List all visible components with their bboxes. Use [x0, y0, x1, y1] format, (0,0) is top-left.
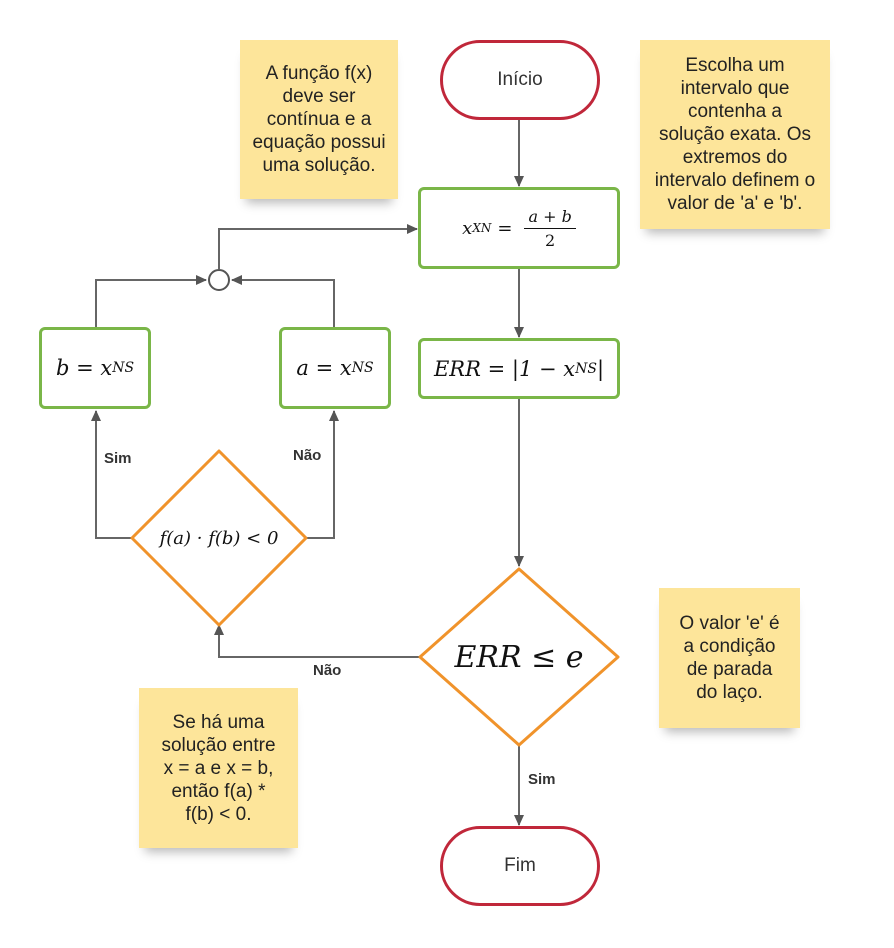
label-nao-right: Não [293, 447, 322, 464]
error-sub: NS [575, 360, 597, 377]
a-assign-sub: NS [351, 360, 374, 376]
end-terminal[interactable]: Fim [440, 826, 600, 906]
note-line: então f(a) * [171, 780, 266, 802]
note-line: contenha a [687, 101, 782, 122]
fraction-denominator: 2 [545, 230, 556, 250]
arrow-b-to-junction [95, 275, 207, 327]
midpoint-eq: = [497, 217, 513, 239]
note-line: valor de 'a' e 'b'. [667, 193, 803, 214]
arrow-junction-to-xxn [218, 224, 418, 269]
note-line: A função f(x) [265, 63, 373, 84]
note-line: do laço. [696, 682, 763, 703]
note-line: a condição [683, 636, 776, 657]
b-assign-text: b = x [55, 356, 113, 380]
note-line: contínua e a [266, 109, 372, 130]
fraction-numerator: a + b [524, 207, 576, 229]
b-assign-sub: NS [112, 360, 135, 376]
error-close: | [596, 356, 605, 381]
a-assign-text: a = x [296, 356, 352, 380]
note-line: deve ser [282, 86, 356, 107]
note-continuity: A função f(x) deve ser contínua e a equa… [240, 40, 398, 199]
arrow-a-to-junction [231, 275, 335, 327]
error-formula: ERR = |1 − x [433, 356, 576, 381]
arrow-sign-sim-to-b [91, 410, 132, 539]
note-line: de parada [686, 659, 773, 680]
midpoint-fraction: a + b 2 [524, 207, 576, 250]
decision-sign-diamond[interactable] [130, 449, 308, 627]
note-line: Escolha um [685, 55, 785, 76]
note-line: intervalo que [680, 78, 790, 99]
decision-sign-text: f(a) · f(b) < 0 [159, 527, 279, 549]
decision-err-text: ERR ≤ e [454, 639, 584, 675]
label-nao-bottom: Não [313, 662, 342, 679]
note-sign-rule: Se há uma solução entre x = a e x = b, e… [139, 688, 298, 848]
note-line: intervalo definem o [654, 170, 816, 191]
label-sim-left: Sim [104, 450, 132, 467]
note-stop-condition: O valor 'e' é a condição de parada do la… [659, 588, 800, 728]
junction-circle [208, 269, 230, 291]
note-line: solução entre [161, 734, 276, 756]
end-label: Fim [504, 855, 536, 876]
midpoint-sub: XN [472, 221, 492, 235]
arrow-err-nao-to-sign [214, 624, 420, 658]
note-line: x = a e x = b, [163, 757, 274, 779]
start-terminal[interactable]: Início [440, 40, 600, 120]
note-line: solução exata. Os [658, 124, 812, 145]
note-line: extremos do [682, 147, 788, 168]
note-line: equação possui [252, 132, 386, 153]
decision-err-diamond[interactable] [418, 567, 620, 747]
note-line: uma solução. [262, 155, 376, 176]
note-line: O valor 'e' é [679, 613, 780, 634]
note-interval: Escolha um intervalo que contenha a solu… [640, 40, 830, 229]
label-sim-bottom: Sim [528, 771, 556, 788]
midpoint-lhs: x [462, 217, 473, 239]
start-label: Início [497, 69, 543, 90]
arrow-sign-nao-to-a [306, 410, 339, 539]
note-line: f(b) < 0. [185, 803, 252, 825]
note-line: Se há uma [172, 711, 265, 733]
